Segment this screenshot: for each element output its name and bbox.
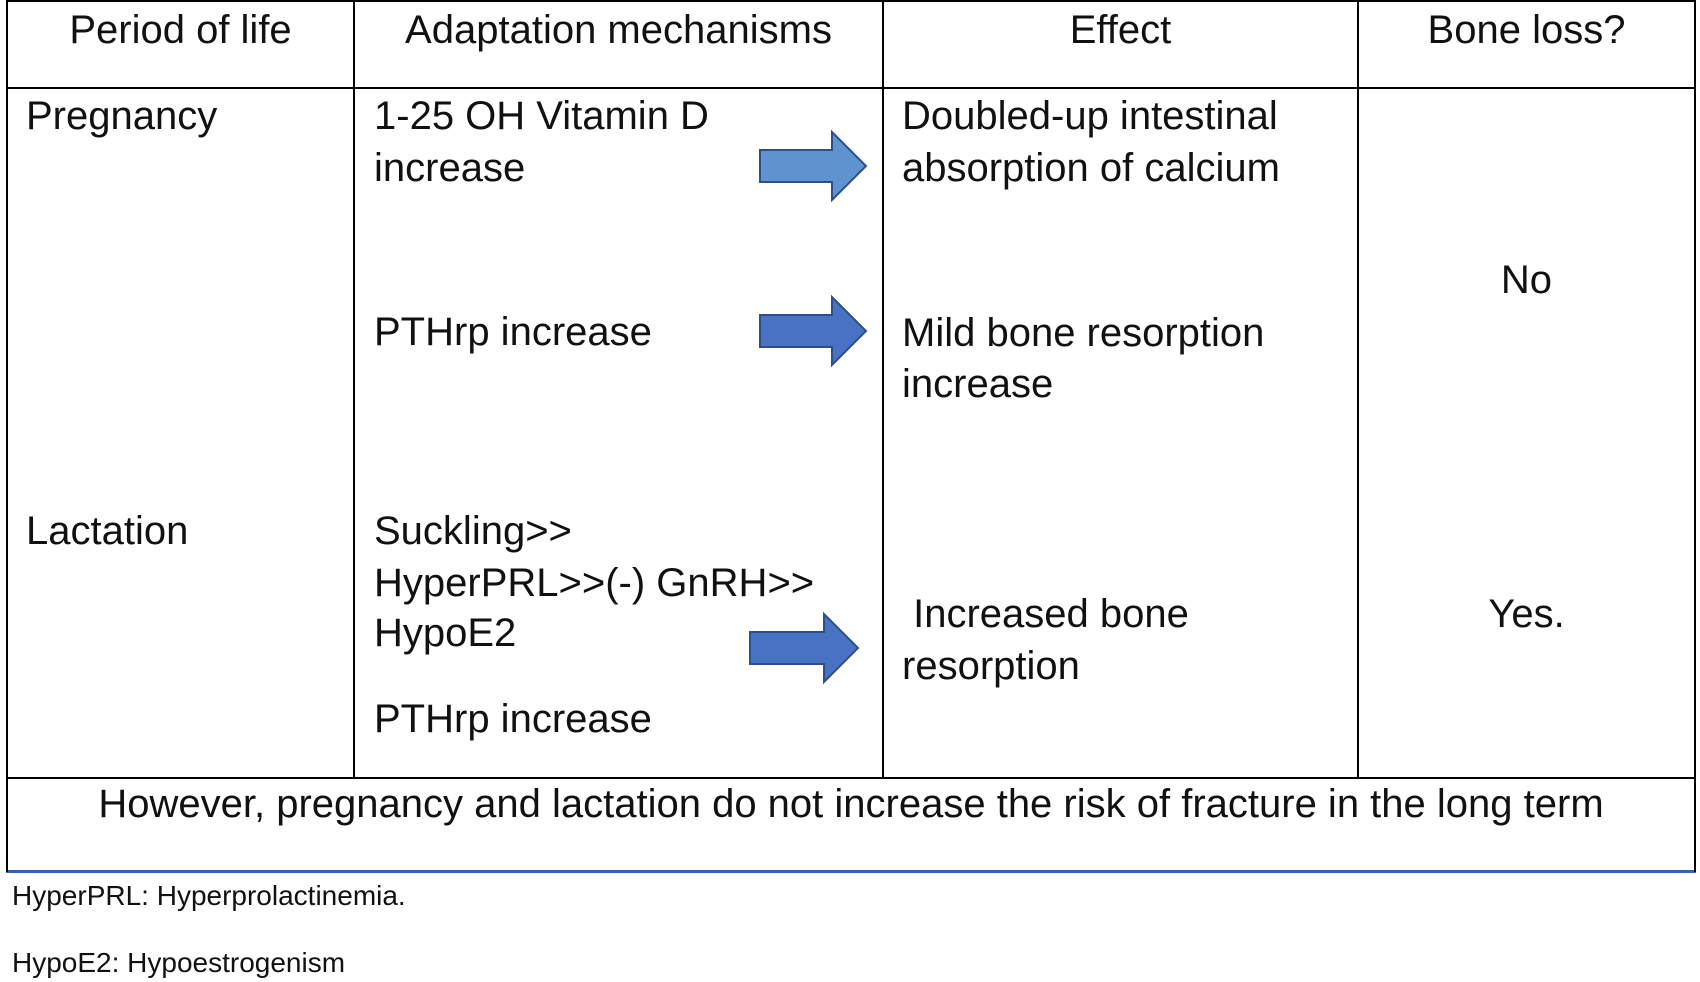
header-mechanisms: Adaptation mechanisms <box>405 8 832 52</box>
right-arrow-icon <box>759 294 868 368</box>
column-divider-1 <box>353 0 355 778</box>
effect-increased-resorption-line-1: Increased bone <box>902 592 1189 636</box>
effect-intestinal-line-1: Doubled-up intestinal <box>902 94 1278 138</box>
bone-loss-yes: Yes. <box>1488 592 1565 636</box>
bone-loss-no: No <box>1500 258 1553 302</box>
column-divider-3 <box>1357 0 1359 778</box>
table-border-left <box>6 0 8 872</box>
effect-increased-resorption-line-2: resorption <box>902 644 1080 688</box>
column-divider-2 <box>882 0 884 778</box>
mechanism-pthrp-lactation: PTHrp increase <box>374 697 652 741</box>
table-border-right <box>1694 0 1696 872</box>
table-bottom-rule <box>6 870 1696 873</box>
header-period: Period of life <box>69 8 292 52</box>
period-pregnancy: Pregnancy <box>26 94 218 138</box>
mechanism-vitamin-d-line-2: increase <box>374 146 526 190</box>
table-border-header-bottom <box>6 87 1696 89</box>
header-effect: Effect <box>1069 8 1172 52</box>
table-footer-note: However, pregnancy and lactation do not … <box>98 782 1604 826</box>
table-border-body-bottom <box>6 777 1696 779</box>
header-bone-loss: Bone loss? <box>1427 8 1626 52</box>
mechanism-vitamin-d-line-1: 1-25 OH Vitamin D <box>374 94 709 138</box>
right-arrow-icon <box>759 129 868 203</box>
mechanism-suckling-line-2: HyperPRL>>(-) GnRH>> <box>374 561 815 605</box>
abbreviation-note-hypoe2: HypoE2: Hypoestrogenism <box>12 947 346 978</box>
right-arrow-icon <box>749 611 860 685</box>
period-lactation: Lactation <box>26 509 189 553</box>
abbreviation-note-hyperprl: HyperPRL: Hyperprolactinemia. <box>12 880 406 911</box>
mechanism-pthrp-pregnancy: PTHrp increase <box>374 310 652 354</box>
effect-mild-resorption-line-2: increase <box>902 362 1054 406</box>
mechanism-suckling-line-1: Suckling>> <box>374 509 572 553</box>
mechanism-suckling-line-3: HypoE2 <box>374 611 517 655</box>
table-border-top <box>6 0 1696 2</box>
effect-intestinal-line-2: absorption of calcium <box>902 146 1280 190</box>
effect-mild-resorption-line-1: Mild bone resorption <box>902 311 1265 355</box>
